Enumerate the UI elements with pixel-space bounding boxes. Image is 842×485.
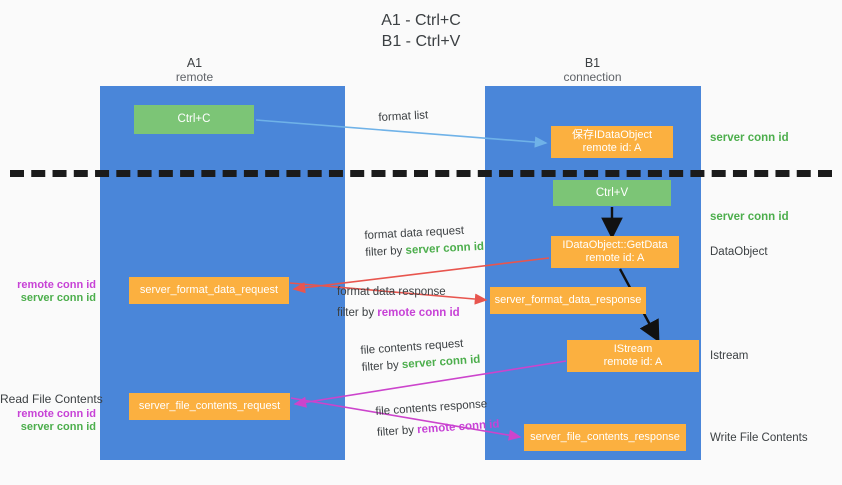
side-label-write-file-contents: Write File Contents <box>710 432 808 444</box>
box-ctrl-c[interactable]: Ctrl+C <box>134 105 254 134</box>
box-idataobject[interactable]: 保存IDataObject remote id: A <box>551 126 673 158</box>
left-label-format-block: remote conn id server conn id <box>0 279 96 305</box>
box-getdata-line2: remote id: A <box>585 252 645 264</box>
edge-label-format-data-request: format data request filter by server con… <box>364 222 485 262</box>
box-istream-line1: IStream <box>613 343 653 355</box>
box-idataobject-line1: 保存IDataObject <box>571 129 653 141</box>
side-label-istream: Istream <box>710 350 749 362</box>
left-label-file-block: Read File Contents remote conn id server… <box>0 392 103 434</box>
edge-label-format-data-response-filter-value: remote conn id <box>377 307 460 319</box>
lane-header-b1: B1 connection <box>525 56 660 84</box>
box-server-format-data-response[interactable]: server_format_data_response <box>490 287 646 314</box>
edge-label-format-data-response-line1: format data response <box>337 286 446 298</box>
box-server-file-contents-response-label: server_file_contents_response <box>530 431 680 443</box>
box-server-format-data-request[interactable]: server_format_data_request <box>129 277 289 304</box>
left-label-file-server-conn-id: server conn id <box>20 421 96 433</box>
box-getdata-line1: IDataObject::GetData <box>562 239 668 251</box>
box-idataobject-line2: remote id: A <box>582 142 642 154</box>
edge-label-file-contents-request-filter-value: server conn id <box>401 353 481 372</box>
lane-b1-subtitle: connection <box>563 70 622 84</box>
left-label-file-remote-conn-id: remote conn id <box>17 408 96 420</box>
lane-a1-title: A1 <box>186 56 203 70</box>
box-server-format-data-request-label: server_format_data_request <box>139 284 279 296</box>
edge-label-file-contents-response-filter-prefix: filter by <box>376 424 418 439</box>
edge-label-file-contents-response: file contents response filter by remote … <box>375 395 500 441</box>
left-label-format-server-conn-id: server conn id <box>20 292 96 304</box>
edge-label-format-data-response: format data response filter by remote co… <box>337 284 460 322</box>
left-label-format-remote-conn-id: remote conn id <box>17 279 96 291</box>
title-line-1: A1 - Ctrl+C <box>381 12 461 29</box>
lane-a1-subtitle: remote <box>175 70 214 84</box>
box-server-format-data-response-label: server_format_data_response <box>494 294 642 306</box>
side-label-server-conn-id-mid: server conn id <box>710 211 789 223</box>
edge-label-format-data-request-filter-prefix: filter by <box>364 244 406 259</box>
box-server-file-contents-request[interactable]: server_file_contents_request <box>129 393 290 420</box>
title-line-2: B1 - Ctrl+V <box>381 33 461 50</box>
divider-dashed-line <box>10 170 832 177</box>
lane-header-a1: A1 remote <box>122 56 267 84</box>
edge-label-file-contents-response-filter-value: remote conn id <box>416 418 500 437</box>
edge-label-file-contents-request: file contents request filter by server c… <box>360 335 481 377</box>
box-istream-line2: remote id: A <box>603 356 663 368</box>
left-label-read-file-contents: Read File Contents <box>0 392 103 406</box>
box-ctrl-v-label: Ctrl+V <box>595 186 629 199</box>
box-ctrl-v[interactable]: Ctrl+V <box>553 180 671 206</box>
box-server-file-contents-request-label: server_file_contents_request <box>138 400 281 412</box>
side-label-server-conn-id-top: server conn id <box>710 132 789 144</box>
edge-label-format-list-text: format list <box>378 109 429 124</box>
side-label-dataobject: DataObject <box>710 246 768 258</box>
page-title: A1 - Ctrl+C B1 - Ctrl+V <box>0 10 842 52</box>
edge-label-format-data-request-filter-value: server conn id <box>405 240 485 257</box>
box-getdata[interactable]: IDataObject::GetData remote id: A <box>551 236 679 268</box>
edge-label-file-contents-request-filter-prefix: filter by <box>361 359 403 374</box>
edge-label-format-list: format list <box>378 107 429 127</box>
lane-b1-title: B1 <box>584 56 601 70</box>
box-istream[interactable]: IStream remote id: A <box>567 340 699 372</box>
box-ctrl-c-label: Ctrl+C <box>177 113 211 125</box>
edge-label-format-data-response-filter-prefix: filter by <box>337 307 378 319</box>
box-server-file-contents-response[interactable]: server_file_contents_response <box>524 424 686 451</box>
